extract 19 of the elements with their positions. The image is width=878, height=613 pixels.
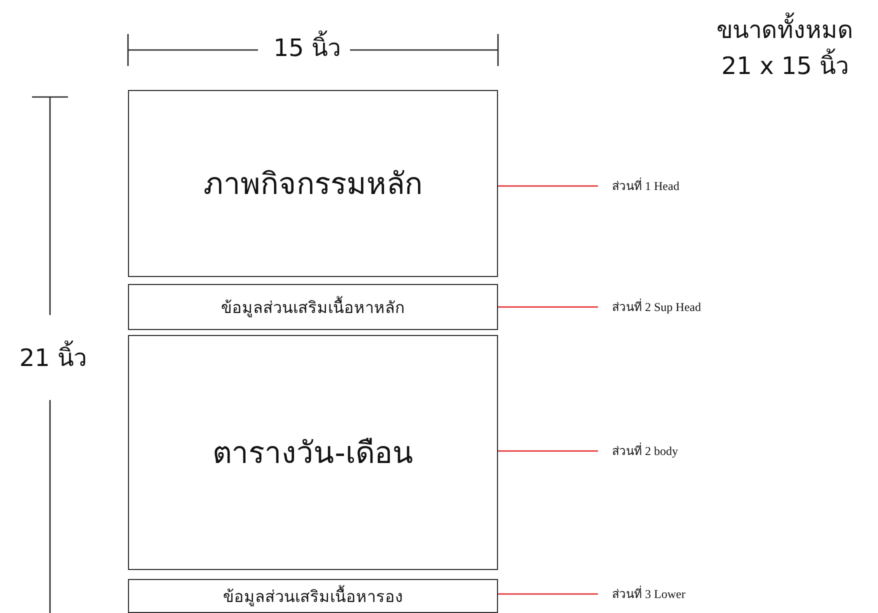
section-label: ส่วนที่ 3 Lower [598,586,686,602]
section-title: ภาพกิจกรรมหลัก [204,166,422,204]
leader-line [498,306,598,308]
section-title: ข้อมูลส่วนเสริมเนื้อหาหลัก [221,295,405,320]
section-box [128,284,498,330]
section-box [128,335,498,570]
leader-line [498,450,598,452]
section-box [128,90,498,277]
section-box [128,579,498,613]
section-title: ตารางวัน-เดือน [212,435,414,473]
section-title: ข้อมูลส่วนเสริมเนื้อหารอง [223,584,403,608]
section-label: ส่วนที่ 1 Head [598,178,680,194]
dimension-label: 21 นิ้ว [8,340,98,376]
title: ขนาดทั้งหมด 21 x 15 นิ้ว [700,12,870,84]
dimension-label: 15 นิ้ว [262,30,352,66]
leader-line [498,185,598,187]
leader-line [498,593,598,595]
section-label: ส่วนที่ 2 Sup Head [598,299,701,315]
section-label: ส่วนที่ 2 body [598,443,678,459]
